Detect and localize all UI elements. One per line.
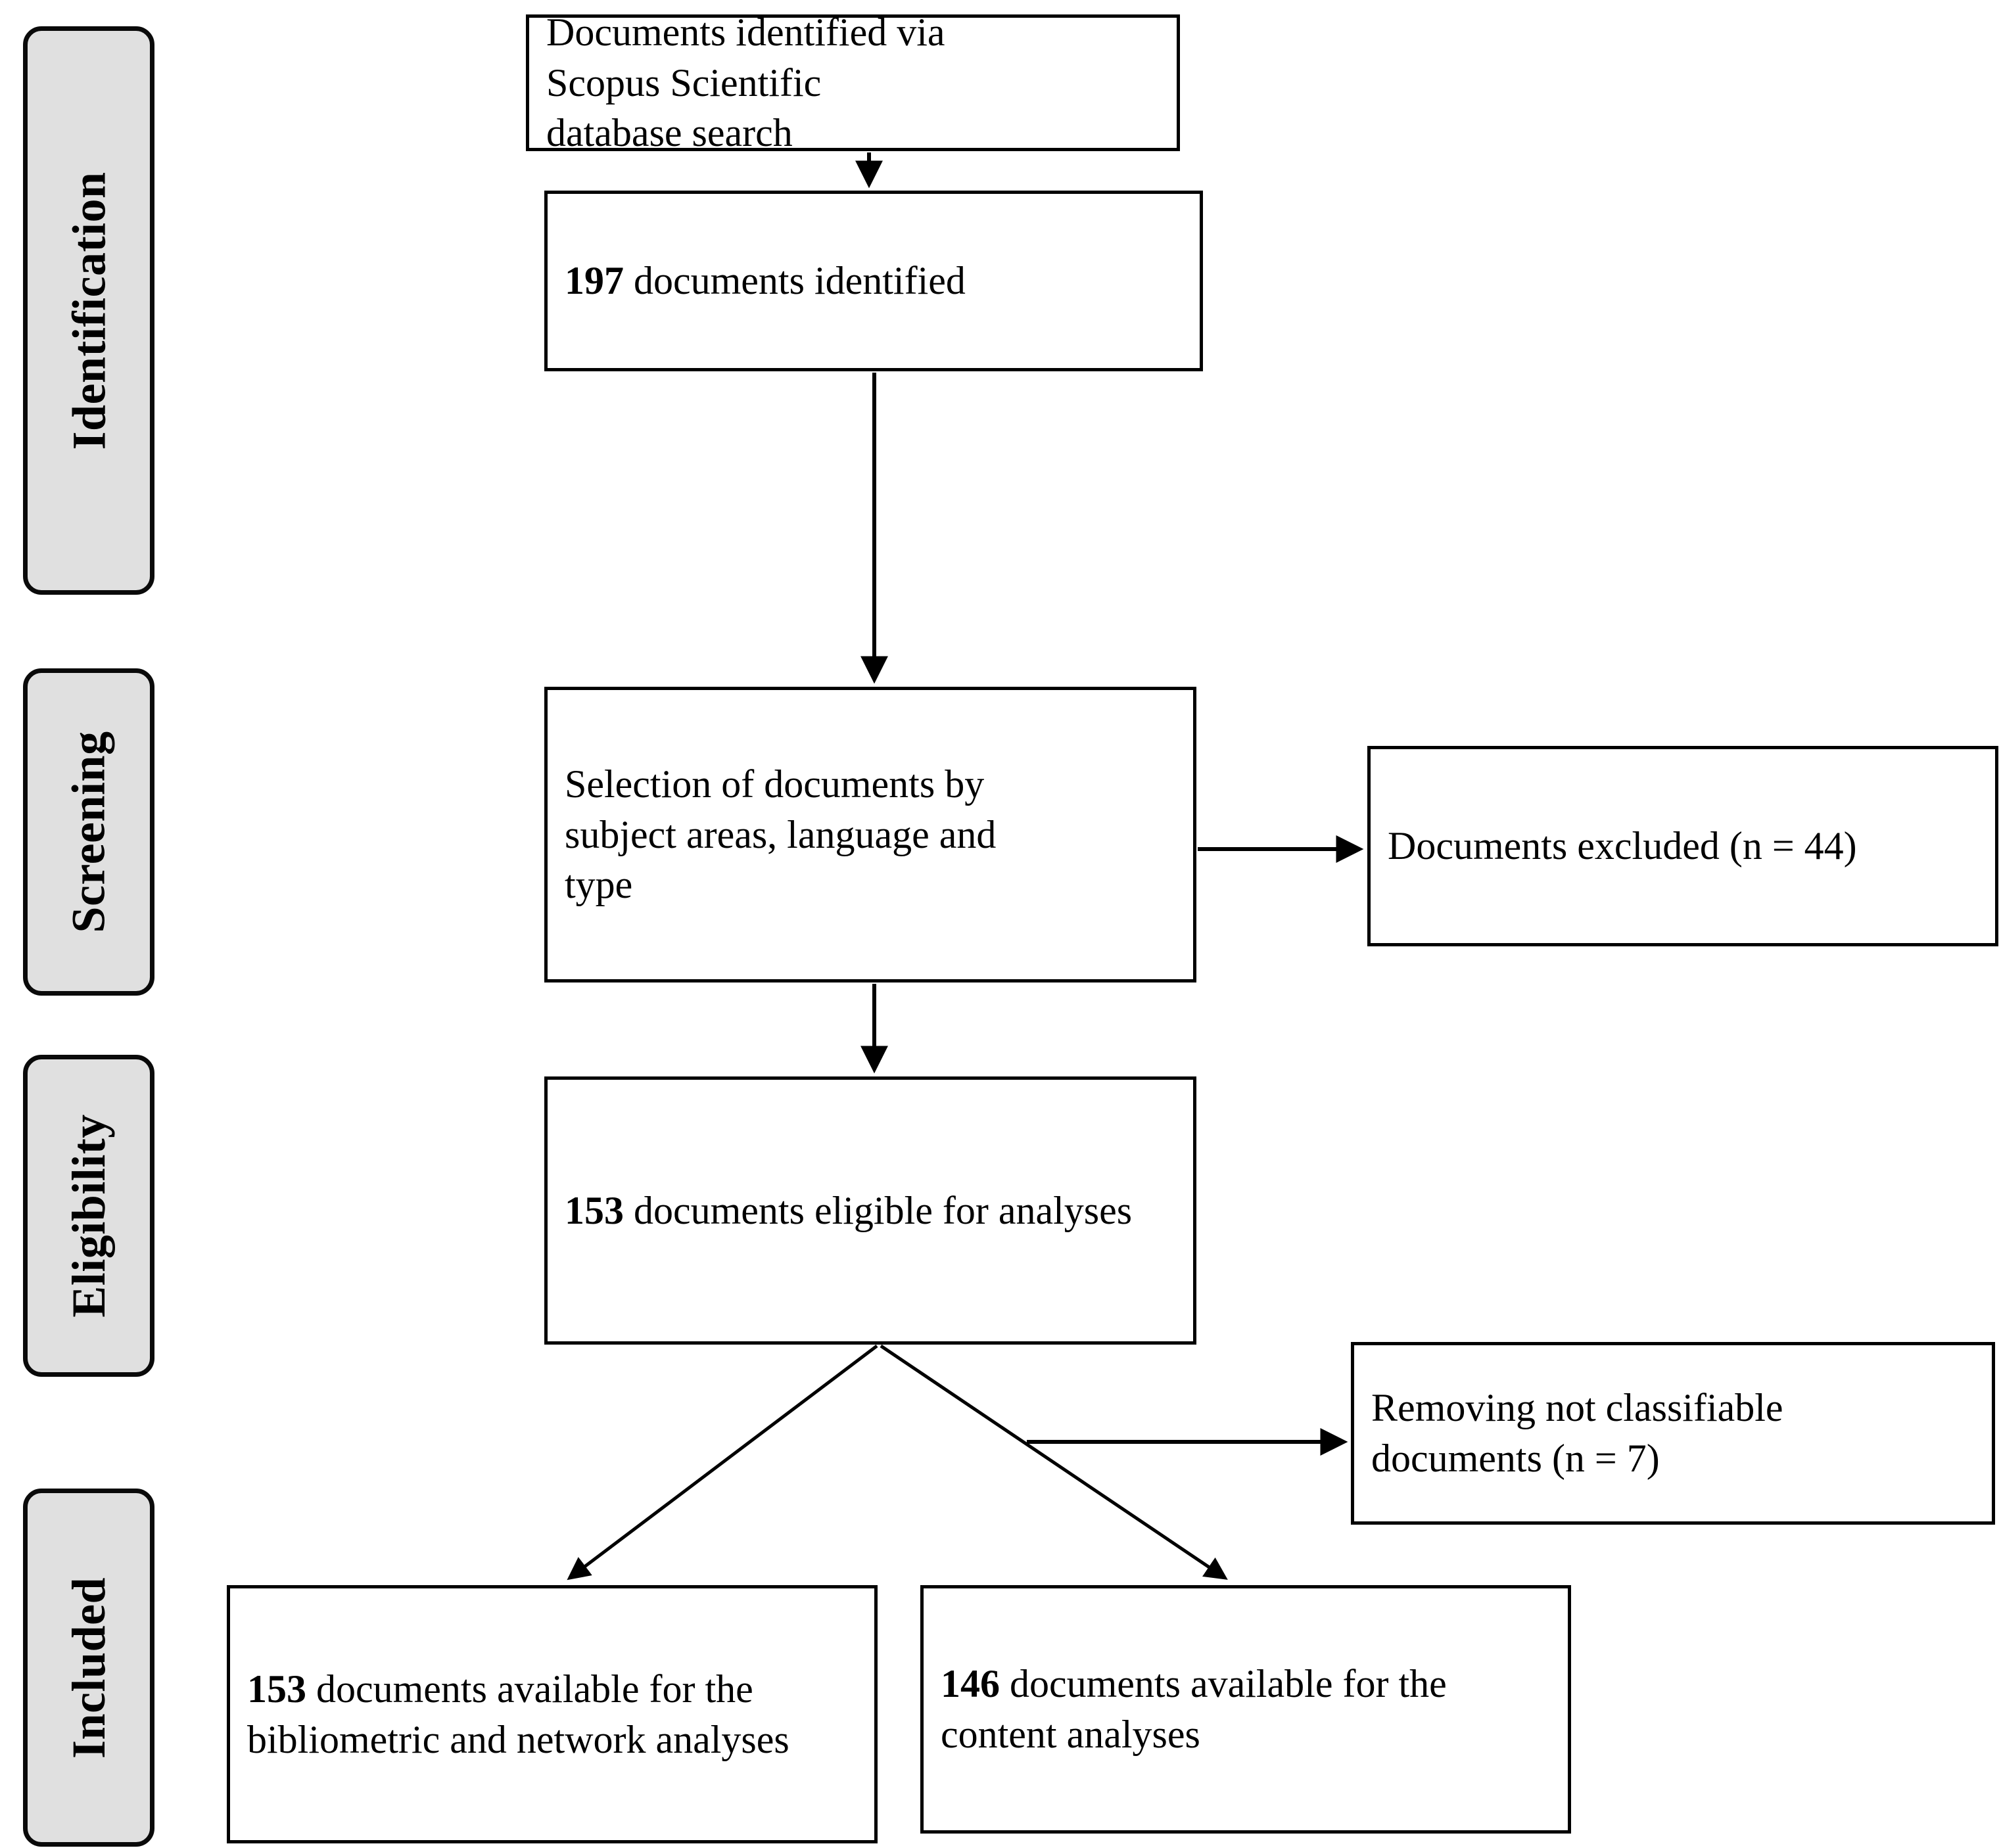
box-documents-identified: 197 documents identified [544, 191, 1203, 371]
box-source-line2: Scopus Scientific [546, 60, 822, 104]
box-content-text: 146 documents available for the content … [924, 1659, 1568, 1760]
box-bibliometric-count: 153 [247, 1667, 306, 1711]
box-selection-line1: Selection of documents by [565, 762, 985, 806]
arrow-eligible-to-content [880, 1344, 1228, 1580]
box-documents-excluded: Documents excluded (n = 44) [1367, 746, 1998, 946]
box-source-line1: Documents identified via [546, 10, 945, 54]
box-identified-text: 197 documents identified [548, 256, 1200, 306]
stage-label-identification: Identification [62, 171, 116, 450]
box-selection-criteria: Selection of documents by subject areas,… [544, 687, 1196, 982]
box-removed-line2: documents (n = 7) [1371, 1437, 1660, 1480]
stage-pill-identification: Identification [23, 26, 154, 595]
box-content-count: 146 [941, 1662, 1000, 1706]
box-source-line3: database search [546, 111, 793, 155]
box-content-analyses: 146 documents available for the content … [920, 1585, 1571, 1834]
stage-label-screening: Screening [62, 731, 116, 933]
box-eligible-label: documents eligible for analyses [624, 1188, 1133, 1232]
box-eligible-count: 153 [565, 1188, 624, 1232]
box-identified-count: 197 [565, 259, 624, 303]
box-removed-line1: Removing not classifiable [1371, 1386, 1783, 1430]
box-removed-text: Removing not classifiable documents (n =… [1354, 1383, 1992, 1484]
box-content-label: documents available for the content anal… [941, 1662, 1447, 1756]
box-identified-label: documents identified [624, 259, 966, 303]
stage-pill-included: Included [23, 1489, 154, 1847]
stage-label-included: Included [62, 1577, 116, 1759]
box-removed-not-classifiable: Removing not classifiable documents (n =… [1351, 1342, 1995, 1525]
box-selection-line3: type [565, 863, 633, 907]
stage-pill-screening: Screening [23, 668, 154, 996]
box-selection-text: Selection of documents by subject areas,… [548, 759, 1193, 910]
box-documents-eligible: 153 documents eligible for analyses [544, 1076, 1196, 1345]
stage-label-eligibility: Eligibility [62, 1114, 116, 1318]
box-source-text: Documents identified via Scopus Scientif… [529, 7, 1177, 158]
box-selection-line2: subject areas, language and [565, 812, 997, 856]
stage-pill-eligibility: Eligibility [23, 1055, 154, 1377]
box-bibliometric-analyses: 153 documents available for the bibliome… [227, 1585, 878, 1843]
arrow-eligible-to-bibliometric [567, 1345, 878, 1581]
box-bibliometric-text: 153 documents available for the bibliome… [230, 1664, 874, 1765]
box-eligible-text: 153 documents eligible for analyses [548, 1186, 1193, 1236]
box-excluded-text: Documents excluded (n = 44) [1388, 824, 1857, 868]
box-source-documents: Documents identified via Scopus Scientif… [526, 11, 1180, 154]
box-bibliometric-label: documents available for the bibliometric… [247, 1667, 789, 1761]
